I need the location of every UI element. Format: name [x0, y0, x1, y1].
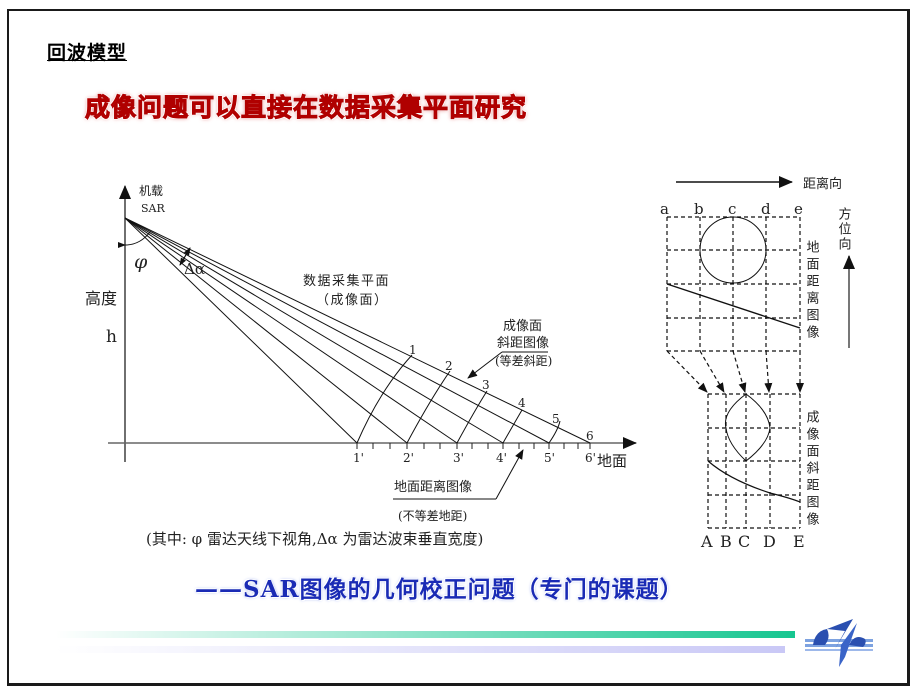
col-A: A: [700, 532, 713, 551]
section-title: 回波模型: [47, 42, 128, 64]
projection-arrows: [666, 350, 804, 393]
col-a: a: [660, 200, 669, 218]
col-B: B: [720, 532, 732, 551]
azimuth-direction-label: 方位向: [836, 206, 852, 252]
height-label: 高度: [85, 289, 117, 308]
ground-point-5: 5': [544, 451, 555, 465]
delta-alpha-symbol: Δα: [184, 260, 205, 278]
phi-symbol: φ: [134, 251, 148, 273]
ground-image-vertical-label: 地面距离图像: [804, 240, 820, 342]
line-target: [666, 283, 801, 329]
diagram-caption: (其中: φ 雷达天线下视角,Δα 为雷达波束垂直宽度): [146, 530, 483, 548]
slant-image-label-line3: (等差斜距): [495, 354, 552, 368]
look-angle-arc: [117, 231, 151, 249]
slant-point-6: 6: [586, 429, 594, 443]
ground-image-pointer: [495, 449, 524, 500]
col-b: b: [694, 200, 704, 218]
slant-point-2: 2: [445, 359, 453, 373]
slant-image-label-line1: 成像面: [503, 319, 542, 334]
col-c: c: [728, 200, 736, 218]
ground-point-2: 2': [403, 451, 414, 465]
subhead-sar: SAR: [243, 576, 300, 603]
col-d: d: [761, 200, 771, 218]
subhead-dash: ——: [195, 576, 243, 603]
slant-image-label-line2: 斜距图像: [497, 336, 549, 351]
distorted-circle-target: [724, 393, 771, 462]
slant-plane-label-line2: （成像面）: [316, 293, 389, 308]
slant-point-4: 4: [518, 396, 526, 410]
university-logo-icon: [805, 619, 873, 667]
ground-point-3: 3': [453, 451, 464, 465]
decorative-green-bar: [55, 631, 795, 638]
sar-label-line1: 机载: [139, 184, 163, 198]
slant-point-1: 1: [409, 343, 417, 357]
right-diagram: 距离向 a b c d e: [660, 176, 855, 551]
slant-image-pointer: [467, 351, 503, 379]
col-D: D: [763, 532, 776, 551]
col-e: e: [794, 200, 803, 218]
range-arcs: [356, 354, 561, 444]
slant-image-vertical-label: 成像面斜距图像: [804, 410, 820, 529]
ground-point-4: 4': [496, 451, 507, 465]
decorative-lavender-bar: [55, 646, 785, 653]
height-symbol: h: [106, 327, 117, 347]
col-C: C: [738, 532, 750, 551]
col-E: E: [793, 532, 805, 551]
range-direction-label: 距离向: [803, 176, 842, 192]
ground-point-6: 6': [585, 451, 596, 465]
slant-range-grid: [707, 393, 801, 529]
sar-label-line2: SAR: [141, 202, 165, 215]
slant-plane-label-line1: 数据采集平面: [303, 273, 390, 289]
subhead-text: 图像的几何校正问题（专门的课题）: [299, 577, 684, 603]
ground-image-label-line2: (不等差地距): [398, 509, 467, 523]
slant-point-5: 5: [552, 412, 560, 426]
headline: 成像问题可以直接在数据采集平面研究: [84, 93, 528, 123]
slant-point-3: 3: [482, 378, 490, 392]
ground-range-grid: [666, 216, 801, 352]
ground-ticks: [356, 443, 591, 449]
circle-target: [699, 216, 767, 284]
left-diagram: 机载 SAR φ Δα 高度 h 数据采集平面 （成像面） 成像面 斜距图像 (…: [85, 184, 637, 548]
ground-axis-label: 地面: [597, 452, 627, 470]
ground-image-label-line1: 地面距离图像: [394, 479, 472, 495]
ground-point-1: 1': [353, 451, 364, 465]
distorted-line-target: [707, 460, 801, 503]
subhead: ——SAR图像的几何校正问题（专门的课题）: [195, 570, 684, 604]
slide-frame: [7, 9, 910, 686]
